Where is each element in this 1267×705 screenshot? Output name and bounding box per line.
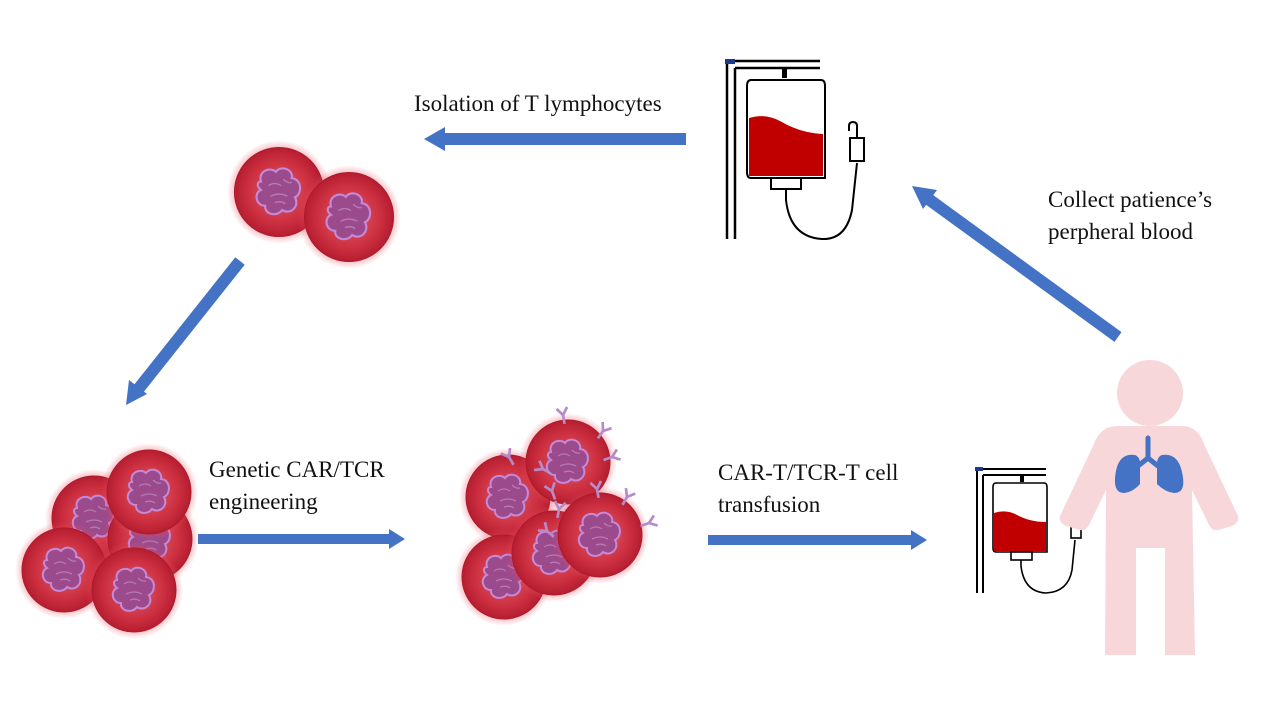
lungs-icon <box>1114 435 1184 493</box>
arrow-isolation <box>424 127 686 151</box>
arrow-to-engineering <box>126 257 245 405</box>
collect-blood-label: Collect patience’s perpheral blood <box>1048 184 1212 248</box>
collect-blood-label-line2: perpheral blood <box>1048 219 1193 244</box>
isolation-label: Isolation of T lymphocytes <box>414 91 662 116</box>
arrow-engineering <box>198 529 405 549</box>
collect-blood-label-line1: Collect patience’s <box>1048 187 1213 212</box>
engineered-t-cell-icon <box>550 485 650 585</box>
iv-blood-bag-icon <box>975 467 1082 594</box>
transfusion-label-line2: transfusion <box>718 492 821 517</box>
t-cell-cluster <box>14 442 200 640</box>
engineering-label-line2: engineering <box>209 489 318 514</box>
t-cell-icon <box>296 164 402 270</box>
iv-blood-bag-icon <box>725 59 865 241</box>
engineering-label: Genetic CAR/TCR engineering <box>209 454 385 518</box>
transfusion-label: CAR-T/TCR-T cell transfusion <box>718 457 898 521</box>
engineering-label-line1: Genetic CAR/TCR <box>209 457 385 482</box>
engineered-t-cells <box>454 405 659 627</box>
t-cell-icon <box>99 442 199 542</box>
arrow-transfusion <box>708 530 927 550</box>
transfusion-label-line1: CAR-T/TCR-T cell <box>718 460 899 485</box>
isolated-t-cells <box>226 139 402 270</box>
t-cell-icon <box>84 540 184 640</box>
arrow-collect-blood <box>912 186 1122 342</box>
patient-icon <box>1059 360 1239 655</box>
